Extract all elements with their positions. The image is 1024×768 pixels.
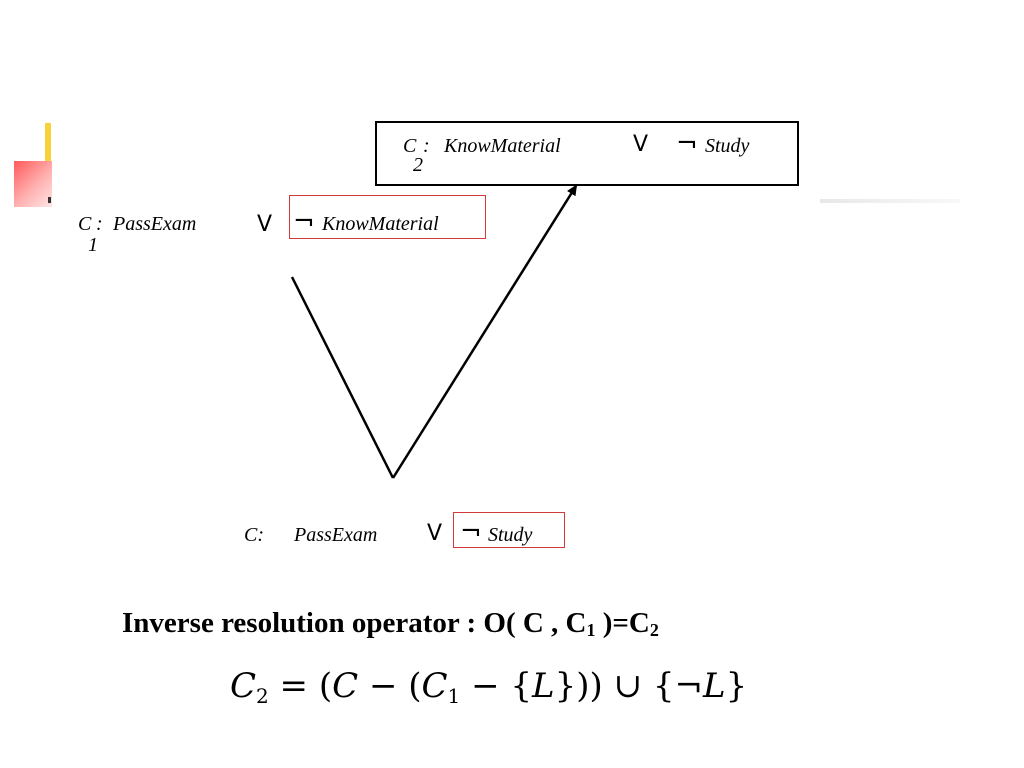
clause-c1-name: C: [78, 213, 92, 235]
formula-minus1: − (: [358, 666, 422, 706]
clause-c-or-symbol: V: [427, 521, 443, 546]
accent-dot: [48, 197, 51, 203]
formula-l1: L: [532, 666, 555, 706]
formula-minus2: − {: [460, 666, 533, 706]
clause-c1-literal-passexam: PassExam: [113, 213, 197, 235]
accent-red-square: [14, 161, 52, 207]
highlight-box-study: [453, 512, 565, 548]
formula-l2: L: [702, 666, 726, 706]
clause-c2-negation: ¬: [676, 129, 698, 159]
clause-c2-sep: :: [423, 135, 430, 157]
formula-eq: = (: [268, 666, 333, 706]
formula-c1: C: [421, 666, 448, 706]
clause-c1-negation: ¬: [293, 207, 315, 237]
line-c1-to-c: [290, 276, 395, 479]
caption-text: Inverse resolution operator : O( C , C: [122, 607, 587, 639]
clause-c1-or-symbol: V: [257, 212, 273, 237]
formula-c1-sub: 1: [447, 684, 461, 708]
arrow-c-to-c2: [391, 184, 578, 479]
inverse-resolution-formula: C2 = (C − (C1 − {L})) ∪ {¬L}: [230, 666, 748, 708]
accent-yellow-bar: [45, 123, 51, 191]
clause-c2-box: [375, 121, 799, 186]
operator-caption: Inverse resolution operator : O( C , C1 …: [122, 607, 659, 640]
formula-lhs: C: [230, 666, 257, 706]
caption-sub1: 1: [586, 620, 596, 640]
caption-mid: )=C: [595, 607, 650, 639]
clause-c-literal-study: Study: [488, 524, 533, 546]
clause-c-negation: ¬: [460, 517, 482, 547]
formula-lhs-sub: 2: [256, 684, 269, 708]
clause-c2-name: C: [403, 135, 417, 157]
formula-close1: })) ∪ {¬: [554, 666, 703, 706]
clause-c-name: C:: [244, 524, 264, 546]
formula-c: C: [332, 666, 359, 706]
clause-c1-index: 1: [88, 234, 98, 256]
caption-sub2: 2: [649, 620, 659, 640]
clause-c-literal-passexam: PassExam: [294, 524, 378, 546]
highlight-box-knowmaterial: [289, 195, 486, 239]
clause-c2-or-symbol: V: [633, 132, 649, 157]
clause-c2-literal-knowmaterial: KnowMaterial: [444, 135, 561, 157]
formula-close2: }: [725, 666, 748, 706]
clause-c1-literal-knowmaterial: KnowMaterial: [322, 213, 439, 235]
clause-c1-sep: :: [96, 213, 103, 235]
clause-c2-literal-study: Study: [705, 135, 750, 157]
accent-gray-line: [820, 199, 960, 203]
clause-c2-index: 2: [413, 154, 423, 176]
